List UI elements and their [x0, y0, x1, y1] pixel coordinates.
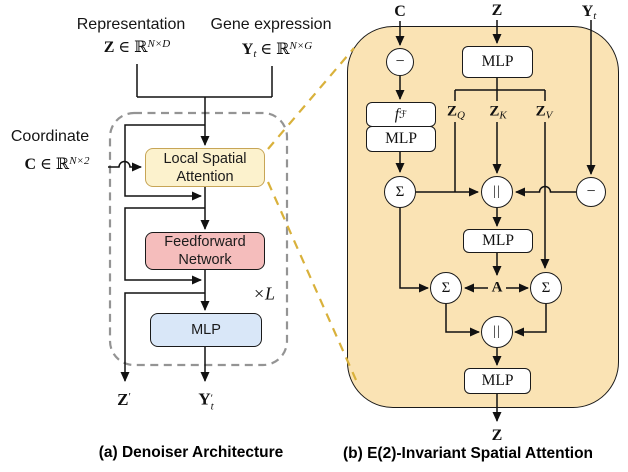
dims-NxG: N×G — [289, 39, 313, 52]
sum-op-coordinate: Σ — [384, 176, 416, 208]
arrow-coordinate — [108, 160, 142, 172]
concat-op-mid: || — [481, 176, 513, 208]
var-z: Z — [447, 103, 458, 120]
minus-op-yt: − — [576, 177, 606, 207]
var-z: Z — [103, 39, 115, 56]
loop-dashed-box — [108, 111, 289, 367]
qkv-split — [454, 78, 546, 101]
var-z: Z — [535, 103, 546, 120]
var-y-prime: Y — [198, 389, 211, 409]
var-z-prime: Z — [117, 390, 129, 409]
sub-k: K — [499, 109, 507, 122]
z-prime-output: Z′ — [117, 390, 131, 410]
in-R: ∈ ℝ — [114, 39, 148, 56]
dims-NxD: N×D — [147, 37, 171, 50]
arrow-minus-to-concat — [515, 185, 576, 197]
var-f: f — [394, 105, 400, 123]
zk-label: ZK — [489, 103, 507, 122]
arrow-sumright-to-concat — [514, 304, 547, 337]
concat-op-low: || — [481, 316, 513, 348]
sum-op-left: Σ — [430, 272, 462, 304]
arrow-sumleft-to-concat — [445, 304, 480, 337]
y-prime-output: Y′t — [198, 389, 214, 413]
var-c: C — [24, 156, 37, 173]
prime: ′ — [210, 392, 214, 405]
input-z-label: Z — [491, 2, 503, 19]
in-R: ∈ ℝ — [256, 41, 290, 58]
callout-dashed-lines — [266, 47, 358, 381]
representation-label: Representation — [76, 16, 186, 33]
panel-a-wires — [108, 64, 273, 382]
var-y: Y — [581, 3, 594, 20]
mlp-block: MLP — [150, 313, 262, 347]
gene-expression-math: Yt ∈ ℝN×G — [241, 39, 313, 61]
z-output-label: Z — [491, 427, 503, 444]
zq-label: ZQ — [447, 103, 465, 122]
loop-count-label: ×L — [252, 283, 276, 304]
feedforward-block: Feedforward Network — [145, 232, 265, 270]
local-spatial-attention-block: Local Spatial Attention — [145, 148, 265, 187]
mlp-coordinate-block: MLP — [366, 126, 436, 152]
panel-b-wires — [395, 20, 596, 422]
sub-t: t — [253, 48, 257, 61]
input-c-label: C — [394, 3, 406, 20]
gene-expression-label: Gene expression — [210, 16, 332, 33]
representation-math: Z ∈ ℝN×D — [104, 37, 171, 57]
minus-op-coordinate: − — [386, 48, 414, 76]
caption-a: (a) Denoiser Architecture — [98, 444, 284, 461]
sub-v: V — [545, 109, 553, 122]
branch-z-output — [120, 292, 205, 382]
sum-op-right: Σ — [530, 272, 562, 304]
coordinate-math: C ∈ ℝN×2 — [25, 154, 90, 174]
attention-matrix-label: A — [491, 279, 503, 296]
arrow-sumcoord-to-sumleft — [399, 208, 429, 293]
mlp-z-block: MLP — [462, 46, 533, 78]
var-z: Z — [489, 103, 500, 120]
residual-1 — [124, 124, 205, 201]
input-yt-label: Yt — [581, 3, 597, 23]
dims-Nx2: N×2 — [69, 154, 90, 167]
caption-b: (b) E(2)-Invariant Spatial Attention — [343, 445, 594, 462]
mlp-out-block: MLP — [464, 368, 531, 394]
sub-t: t — [593, 10, 597, 23]
residual-2 — [124, 207, 205, 285]
sub-q: Q — [457, 109, 465, 122]
zv-label: ZV — [535, 103, 553, 122]
sub-t: t — [210, 400, 214, 413]
coordinate-label: Coordinate — [10, 128, 90, 145]
prime: ′ — [128, 390, 131, 403]
sub-script-f: ℱ — [399, 109, 408, 121]
var-y: Y — [241, 41, 254, 58]
mlp-concat-block: MLP — [463, 229, 533, 253]
in-R: ∈ ℝ — [36, 156, 70, 173]
